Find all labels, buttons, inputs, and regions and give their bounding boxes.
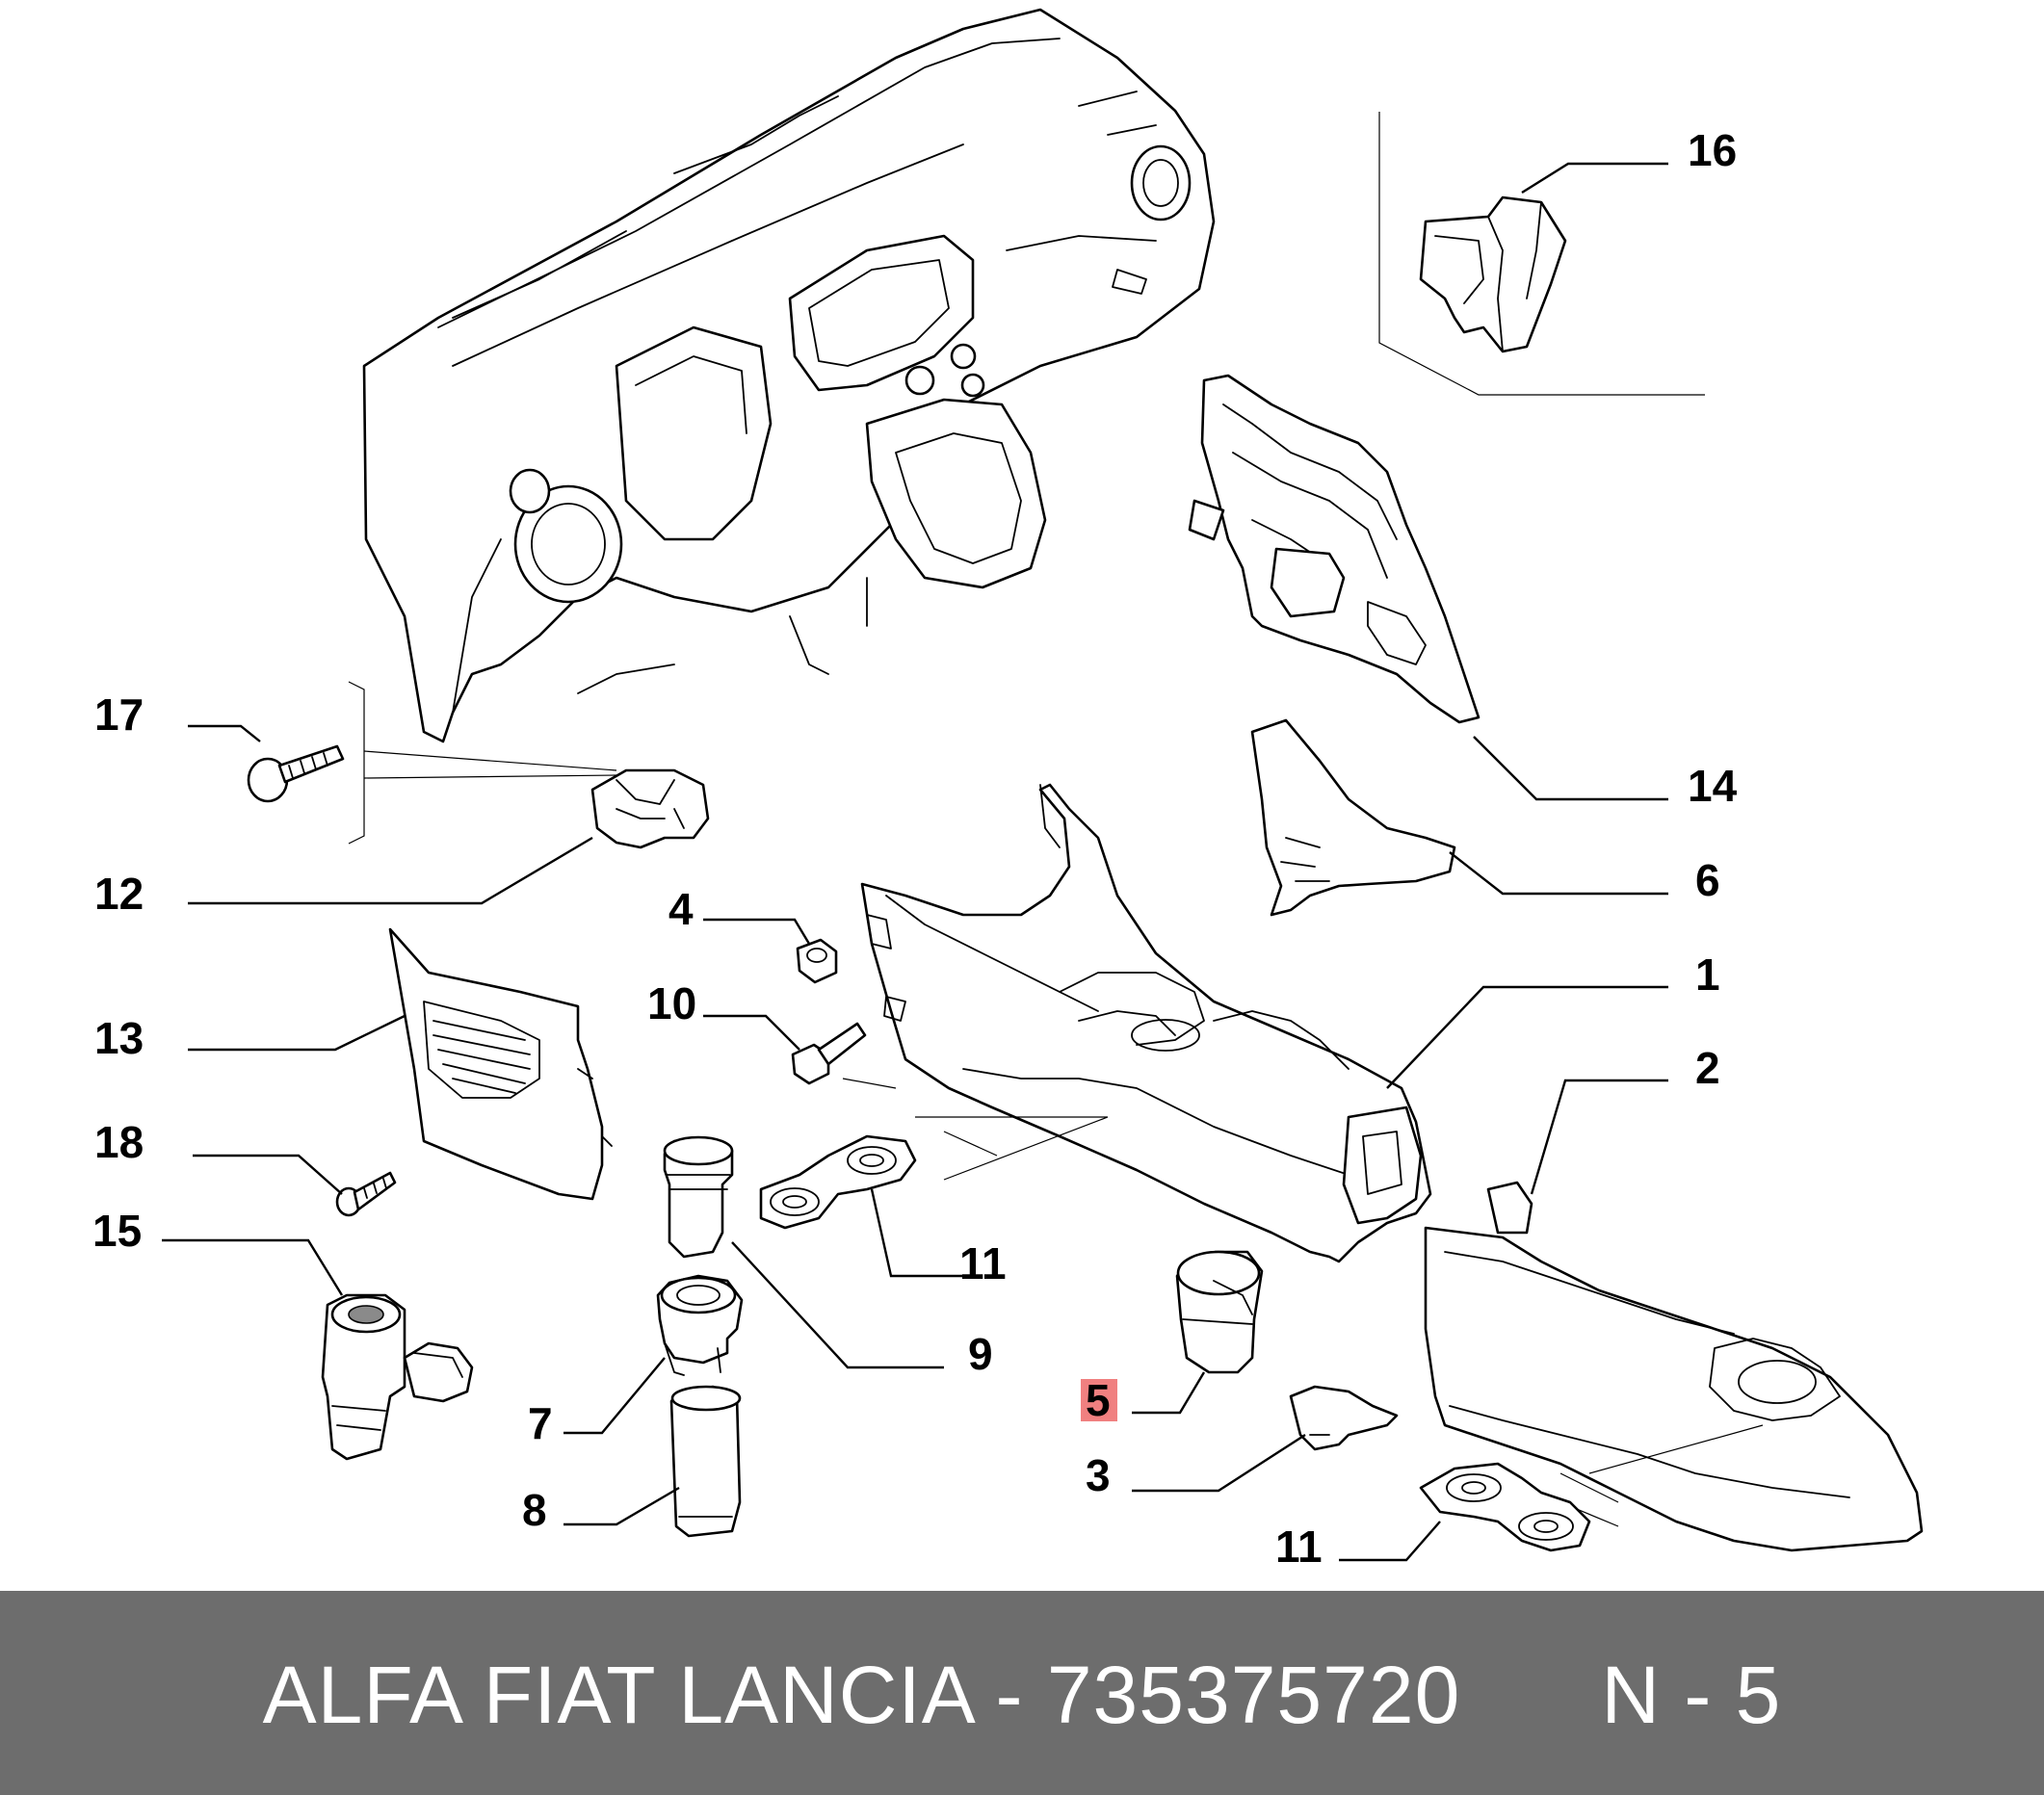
mat-11-bottom xyxy=(1419,1462,1591,1552)
nut-4 xyxy=(796,938,838,984)
brand-name: ALFA FIAT LANCIA xyxy=(262,1650,973,1740)
screw-18 xyxy=(335,1171,397,1217)
reference-code: N - 5 xyxy=(1601,1650,1782,1740)
callout-7: 7 xyxy=(528,1398,553,1448)
footer-bar: ALFA FIAT LANCIA - 735375720 N - 5 xyxy=(0,1591,2044,1795)
lighter-housing-7 xyxy=(656,1274,744,1376)
callout-14: 14 xyxy=(1688,761,1738,811)
callout-6: 6 xyxy=(1695,855,1720,905)
dashboard-icon xyxy=(362,8,1216,743)
callout-11-top: 11 xyxy=(959,1238,1007,1288)
cover-3 xyxy=(1289,1385,1399,1451)
callout-13: 13 xyxy=(94,1013,144,1063)
gear-boot-6 xyxy=(1250,718,1456,917)
grille-panel-13 xyxy=(388,927,613,1201)
separator: - xyxy=(972,1650,1047,1740)
bracket-16 xyxy=(1378,112,1705,396)
callout-4: 4 xyxy=(668,884,694,934)
callout-3: 3 xyxy=(1086,1450,1111,1500)
screw-17 xyxy=(247,681,617,845)
mat-11-top xyxy=(759,1134,917,1230)
callout-9: 9 xyxy=(968,1329,993,1379)
parts-diagram: 17 12 4 10 13 18 15 7 8 9 11 5 3 11 16 1… xyxy=(92,8,1924,1572)
callout-2: 2 xyxy=(1695,1043,1720,1093)
center-console-icon xyxy=(842,783,1432,1263)
callout-1: 1 xyxy=(1695,950,1720,1000)
callout-16: 16 xyxy=(1688,125,1737,175)
clip-12 xyxy=(590,768,710,849)
callout-5: 5 xyxy=(1086,1375,1111,1425)
socket-housing-9 xyxy=(663,1135,734,1259)
cup-holder-icon xyxy=(1175,1250,1264,1374)
callout-10: 10 xyxy=(647,978,696,1028)
side-panel-14 xyxy=(1188,374,1481,724)
bolt-10 xyxy=(791,1022,867,1085)
leader-lines xyxy=(162,162,1668,1562)
callout-8: 8 xyxy=(522,1485,547,1535)
callout-12: 12 xyxy=(94,869,144,919)
callout-labels: 17 12 4 10 13 18 15 7 8 9 11 5 3 11 16 1… xyxy=(92,125,1738,1572)
socket-15 xyxy=(321,1293,474,1461)
footer-caption: ALFA FIAT LANCIA - 735375720 N - 5 xyxy=(0,1649,2044,1742)
part-number: 735375720 xyxy=(1046,1650,1461,1740)
callout-11-bottom: 11 xyxy=(1275,1522,1323,1572)
callout-17: 17 xyxy=(94,689,144,740)
callout-highlight xyxy=(1081,1379,1117,1421)
spacer xyxy=(1460,1650,1601,1740)
rear-console-2 xyxy=(1424,1181,1924,1552)
callout-15: 15 xyxy=(92,1206,142,1256)
callout-18: 18 xyxy=(94,1117,144,1167)
lighter-tube-8 xyxy=(669,1385,742,1538)
